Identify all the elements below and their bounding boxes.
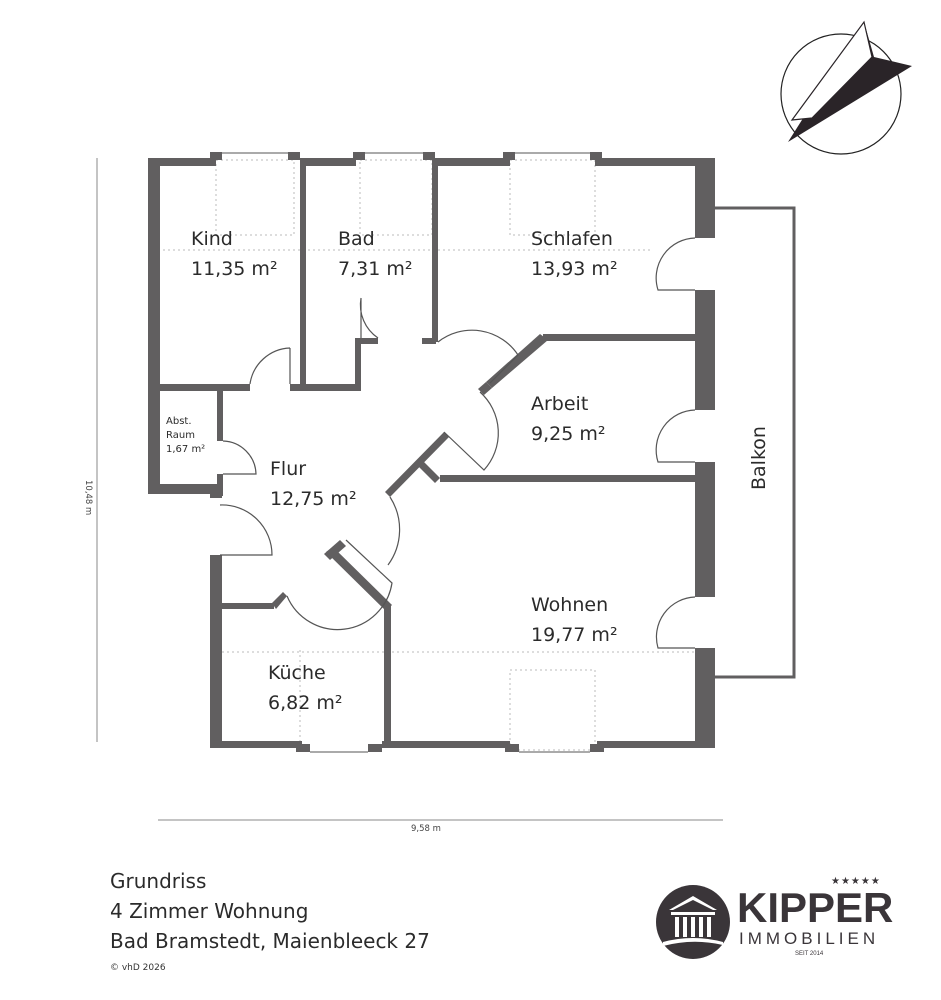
walls — [148, 152, 796, 753]
height-dimension-label: 10,48 m — [83, 480, 93, 515]
room-area: 12,75 m² — [270, 488, 357, 510]
caption-title: Grundriss — [110, 869, 207, 893]
logo-temple-icon — [656, 885, 730, 959]
dashed-guides — [158, 159, 700, 751]
room-name: Flur — [270, 458, 306, 480]
room-area: 9,25 m² — [531, 423, 605, 445]
logo-stars: ★★★★★ — [831, 876, 881, 887]
caption-address: Bad Bramstedt, Maienbleeck 27 — [110, 929, 430, 953]
room-name: Abst. — [166, 416, 192, 427]
doors — [219, 237, 696, 649]
room-name: Balkon — [748, 426, 770, 490]
room-balkon: Balkon — [748, 426, 770, 490]
room-kind: Kind 11,35 m² — [191, 228, 278, 280]
room-name: Kind — [191, 228, 233, 250]
room-area: 7,31 m² — [338, 258, 412, 280]
room-schlafen: Schlafen 13,93 m² — [531, 228, 618, 280]
room-wohnen: Wohnen 19,77 m² — [531, 594, 618, 646]
room-name: Küche — [268, 662, 326, 684]
compass-north-arrow-icon — [780, 20, 912, 155]
logo-title: KIPPER — [737, 884, 894, 931]
room-area: 13,93 m² — [531, 258, 618, 280]
room-bad: Bad 7,31 m² — [338, 228, 412, 280]
room-name: Schlafen — [531, 228, 613, 250]
room-name: Arbeit — [531, 393, 588, 415]
room-abstellraum: Abst. Raum 1,67 m² — [166, 416, 205, 455]
room-arbeit: Arbeit 9,25 m² — [531, 393, 605, 445]
room-name: Wohnen — [531, 594, 608, 616]
room-kueche: Küche 6,82 m² — [268, 662, 342, 714]
caption-apartment-type: 4 Zimmer Wohnung — [110, 899, 309, 923]
room-flur: Flur 12,75 m² — [270, 458, 357, 510]
room-area: 11,35 m² — [191, 258, 278, 280]
room-name: Bad — [338, 228, 375, 250]
room-name-2: Raum — [166, 430, 195, 441]
copyright: © vhD 2026 — [110, 963, 166, 973]
logo-subtitle: IMMOBILIEN — [739, 929, 880, 948]
room-area: 1,67 m² — [166, 444, 205, 455]
room-area: 19,77 m² — [531, 624, 618, 646]
width-dimension-label: 9,58 m — [411, 824, 441, 834]
logo-since: SEIT 2014 — [795, 951, 824, 957]
kipper-immobilien-logo: ★★★★★ KIPPER IMMOBILIEN SEIT 2014 — [655, 876, 895, 972]
room-area: 6,82 m² — [268, 692, 342, 714]
